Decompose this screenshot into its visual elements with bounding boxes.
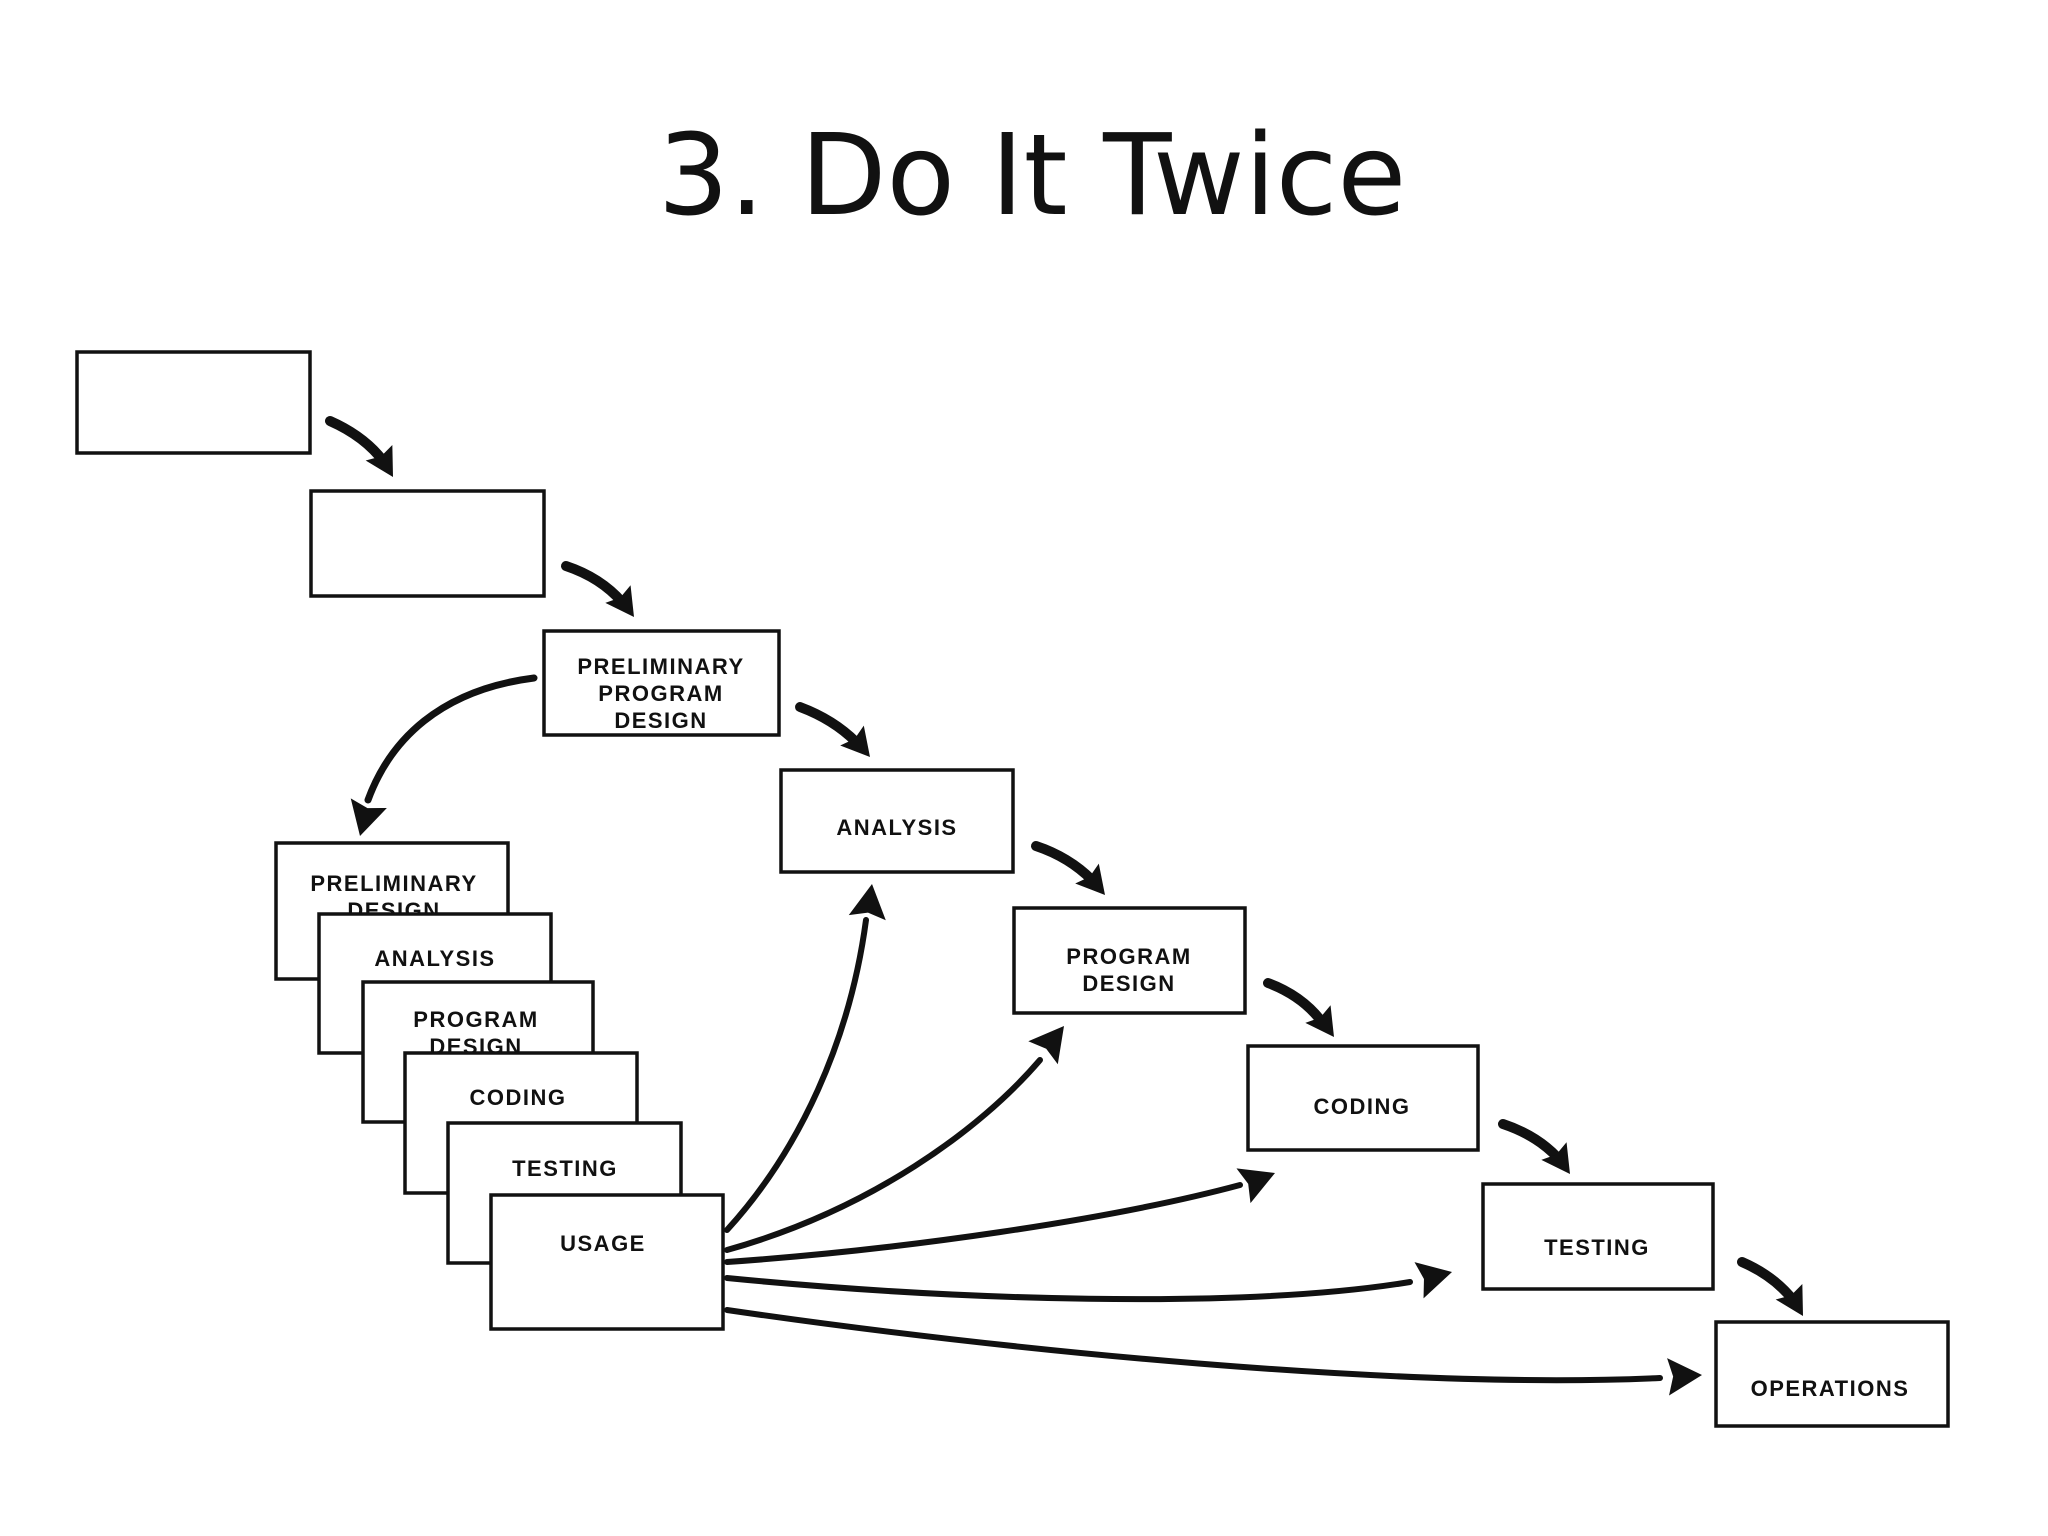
- box-main-blank-1: [75, 350, 312, 455]
- box-label-line: OPERATIONS: [1751, 1376, 1910, 1401]
- arrowhead-icon: [1028, 1026, 1064, 1065]
- box-frame: [489, 1193, 725, 1331]
- arrow-pilot-usage-to-main-analysis: [724, 884, 886, 1233]
- slide-title: 3. Do It Twice: [657, 111, 1407, 241]
- arrowhead-icon: [350, 798, 387, 836]
- connector-layer: [325, 416, 1803, 1396]
- arrow-main-coding-to-main-testing: [1498, 1119, 1570, 1174]
- box-label-line: USAGE: [560, 1231, 646, 1256]
- box-label-line: DESIGN: [614, 708, 707, 733]
- arrow-pilot-usage-to-main-program-design: [724, 1026, 1064, 1253]
- arrow-main-analysis-to-main-program-design: [1031, 841, 1105, 895]
- arrow-main-preliminary-program-design-to-pilot-preliminary-design: [350, 674, 538, 836]
- arrow-line: [364, 674, 538, 804]
- box-frame: [1012, 906, 1247, 1015]
- box-label-line: PROGRAM: [1066, 944, 1191, 969]
- box-layer: PRELIMINARYPROGRAMDESIGNANALYSISPROGRAMD…: [75, 350, 1950, 1428]
- arrow-main-program-design-to-main-coding: [1263, 978, 1334, 1037]
- box-frame: [1246, 1044, 1480, 1152]
- arrowhead-icon: [1305, 1005, 1334, 1037]
- box-frame: [1714, 1320, 1950, 1428]
- box-main-testing: TESTING: [1481, 1182, 1715, 1291]
- box-frame: [1481, 1182, 1715, 1291]
- arrow-line: [724, 1182, 1243, 1265]
- arrowhead-icon: [365, 445, 393, 477]
- box-frame: [309, 489, 546, 598]
- box-label-line: ANALYSIS: [836, 815, 957, 840]
- arrow-line: [724, 1307, 1663, 1384]
- arrow-main-preliminary-program-design-to-main-analysis: [795, 702, 870, 757]
- arrow-main-blank-1-to-main-blank-2: [325, 416, 393, 477]
- arrow-line: [1737, 1257, 1798, 1305]
- box-frame: [75, 350, 312, 455]
- arrowhead-icon: [605, 585, 634, 617]
- arrowhead-icon: [1541, 1142, 1570, 1174]
- box-label-line: DESIGN: [1082, 971, 1175, 996]
- arrow-line: [724, 917, 869, 1233]
- arrow-pilot-usage-to-main-testing: [724, 1262, 1452, 1303]
- arrow-line: [724, 1275, 1413, 1303]
- box-label-line: CODING: [470, 1085, 567, 1110]
- box-label-line: TESTING: [512, 1156, 618, 1181]
- arrow-line: [724, 1057, 1043, 1253]
- arrow-line: [325, 416, 389, 467]
- box-label-line: ANALYSIS: [374, 946, 495, 971]
- arrow-pilot-usage-to-main-operations: [724, 1307, 1702, 1396]
- box-label-line: TESTING: [1544, 1235, 1650, 1260]
- arrowhead-icon: [1775, 1284, 1803, 1316]
- arrow-line: [795, 702, 861, 747]
- box-label-line: PROGRAM: [413, 1007, 538, 1032]
- box-main-coding: CODING: [1246, 1044, 1480, 1152]
- arrowhead-icon: [1667, 1358, 1702, 1396]
- arrowhead-icon: [1075, 863, 1105, 895]
- arrow-line: [1031, 841, 1097, 885]
- box-label-line: PROGRAM: [598, 681, 723, 706]
- box-pilot-usage: USAGE: [489, 1193, 725, 1331]
- arrowhead-icon: [840, 725, 870, 757]
- arrow-main-blank-2-to-main-preliminary-program-design: [561, 561, 634, 617]
- arrow-pilot-usage-to-main-coding: [724, 1168, 1275, 1265]
- arrow-line: [1263, 978, 1327, 1027]
- box-label-line: PRELIMINARY: [310, 871, 477, 896]
- arrowhead-icon: [1236, 1168, 1275, 1204]
- arrow-line: [1498, 1119, 1563, 1163]
- box-label-line: CODING: [1314, 1094, 1411, 1119]
- arrow-line: [561, 561, 627, 607]
- box-main-blank-2: [309, 489, 546, 598]
- box-frame: [779, 768, 1015, 874]
- box-main-analysis: ANALYSIS: [779, 768, 1015, 874]
- box-frame: [542, 629, 781, 737]
- arrowhead-icon: [1414, 1262, 1452, 1299]
- arrow-main-testing-to-main-operations: [1737, 1257, 1803, 1316]
- box-label-line: PRELIMINARY: [577, 654, 744, 679]
- arrowhead-icon: [848, 884, 886, 921]
- box-main-operations: OPERATIONS: [1714, 1320, 1950, 1428]
